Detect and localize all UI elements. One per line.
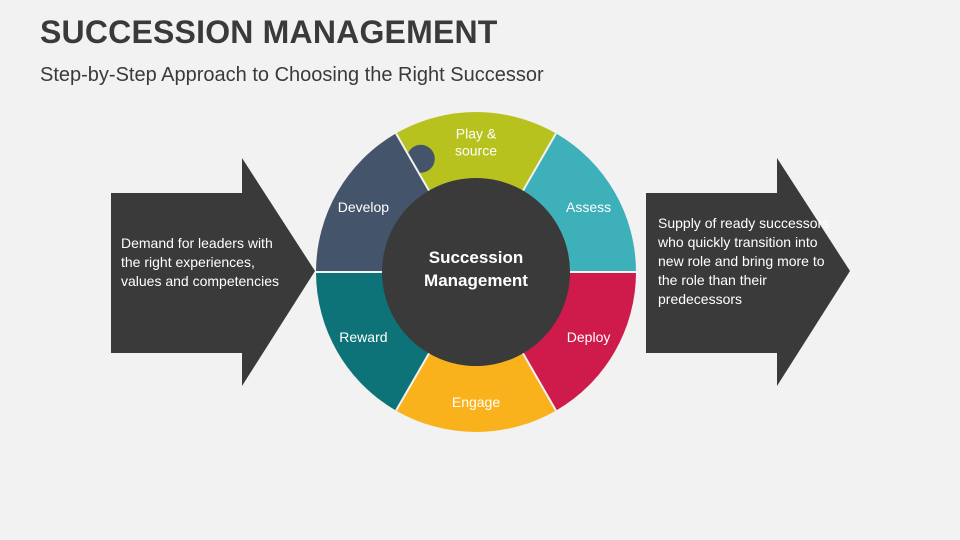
segment-label-engage: Engage — [452, 394, 500, 410]
segment-divider — [521, 351, 557, 412]
segment-label-play-source: Play & — [456, 126, 497, 142]
segment-divider — [395, 351, 431, 412]
center-title-line1: Succession — [429, 248, 524, 267]
segment-label-develop: Develop — [338, 199, 390, 215]
center-circle — [382, 178, 570, 366]
center-title-line2: Management — [424, 271, 528, 290]
slide-title: SUCCESSION MANAGEMENT — [40, 14, 498, 50]
segment-assess — [522, 133, 636, 272]
slide-subtitle: Step-by-Step Approach to Choosing the Ri… — [40, 64, 544, 86]
segment-develop — [316, 133, 430, 272]
demand-text: Demand for leaders with the right experi… — [121, 235, 279, 289]
segment-reward — [316, 272, 430, 411]
segment-deploy — [522, 272, 636, 411]
left-arrow — [111, 158, 315, 386]
segment-label-deploy: Deploy — [567, 329, 611, 345]
segment-label-assess: Assess — [566, 199, 611, 215]
right-arrow — [646, 158, 850, 386]
segment-divider — [521, 132, 557, 193]
segment-engage — [396, 351, 556, 432]
segment-label-reward: Reward — [339, 329, 387, 345]
segment-play-source — [396, 111, 556, 193]
segment-label-play-source: source — [455, 143, 497, 159]
supply-text: Supply of ready successors who quickly t… — [658, 215, 830, 307]
segment-divider — [395, 132, 431, 193]
